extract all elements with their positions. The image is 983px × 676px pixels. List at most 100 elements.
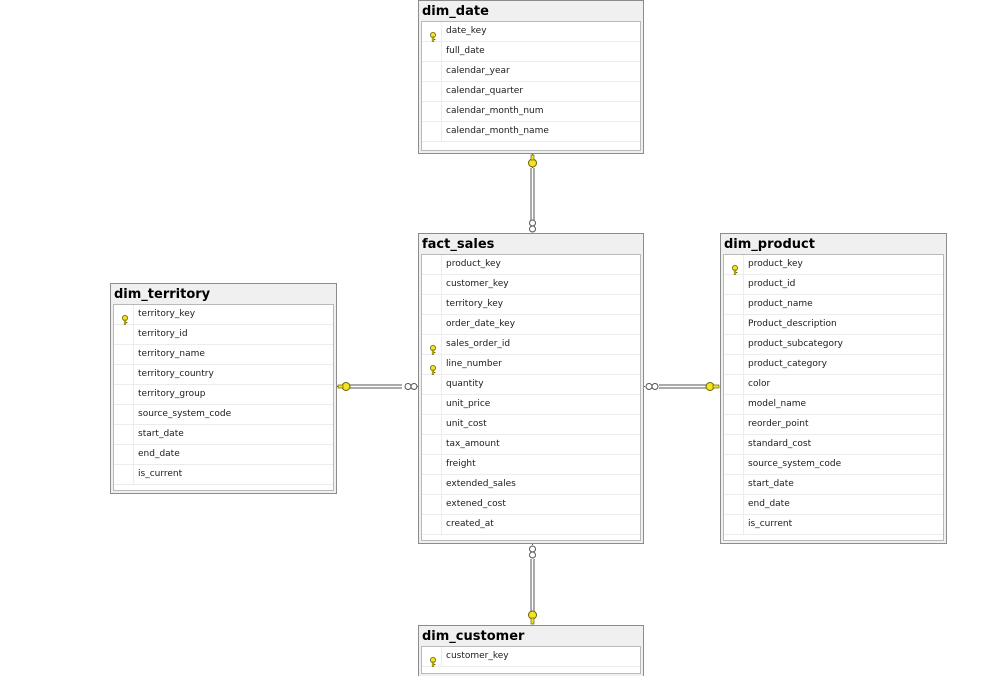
row-selector[interactable] <box>724 375 744 394</box>
row-selector[interactable] <box>422 102 442 121</box>
column-row[interactable]: sales_order_id <box>422 335 640 355</box>
column-row[interactable]: calendar_year <box>422 62 640 82</box>
row-selector[interactable] <box>114 365 134 384</box>
column-row[interactable]: start_date <box>114 425 333 445</box>
column-row[interactable]: product_id <box>724 275 943 295</box>
row-selector[interactable] <box>422 647 442 667</box>
column-row[interactable]: order_date_key <box>422 315 640 335</box>
row-selector[interactable] <box>422 122 442 141</box>
column-row[interactable]: end_date <box>114 445 333 465</box>
row-selector[interactable] <box>724 415 744 434</box>
many-end-infinity-icon <box>645 383 659 390</box>
column-row[interactable]: unit_cost <box>422 415 640 435</box>
column-row[interactable]: customer_key <box>422 647 640 667</box>
column-row[interactable]: product_key <box>422 255 640 275</box>
row-selector[interactable] <box>114 325 134 344</box>
row-selector[interactable] <box>422 395 442 414</box>
row-selector[interactable] <box>422 62 442 81</box>
row-selector[interactable] <box>422 82 442 101</box>
column-row[interactable]: product_name <box>724 295 943 315</box>
column-row[interactable]: calendar_month_name <box>422 122 640 142</box>
row-selector[interactable] <box>114 425 134 444</box>
column-row[interactable]: product_key <box>724 255 943 275</box>
row-selector[interactable] <box>114 465 134 484</box>
relationship-fact-sales-dim-product[interactable] <box>643 382 720 391</box>
row-selector[interactable] <box>724 315 744 334</box>
column-row[interactable]: calendar_month_num <box>422 102 640 122</box>
column-row[interactable]: territory_name <box>114 345 333 365</box>
row-selector[interactable] <box>422 295 442 314</box>
row-selector[interactable] <box>114 445 134 464</box>
column-row[interactable]: extened_cost <box>422 495 640 515</box>
column-row[interactable]: Product_description <box>724 315 943 335</box>
row-selector[interactable] <box>724 455 744 474</box>
row-selector[interactable] <box>422 42 442 61</box>
row-selector[interactable] <box>422 22 442 42</box>
column-name: reorder_point <box>748 419 809 429</box>
row-selector[interactable] <box>422 435 442 454</box>
row-selector[interactable] <box>724 495 744 514</box>
column-row[interactable]: product_subcategory <box>724 335 943 355</box>
column-row[interactable]: territory_country <box>114 365 333 385</box>
column-row[interactable]: extended_sales <box>422 475 640 495</box>
column-row[interactable]: start_date <box>724 475 943 495</box>
column-row[interactable]: territory_key <box>422 295 640 315</box>
row-selector[interactable] <box>422 275 442 294</box>
row-selector[interactable] <box>724 435 744 454</box>
column-row[interactable]: tax_amount <box>422 435 640 455</box>
column-row[interactable]: date_key <box>422 22 640 42</box>
relationship-fact-sales-dim-territory[interactable] <box>337 382 419 391</box>
column-row[interactable]: color <box>724 375 943 395</box>
row-selector[interactable] <box>422 375 442 394</box>
column-row[interactable]: customer_key <box>422 275 640 295</box>
relationship-fact-sales-dim-customer[interactable] <box>528 543 537 625</box>
column-row[interactable]: calendar_quarter <box>422 82 640 102</box>
row-selector[interactable] <box>724 355 744 374</box>
column-row[interactable]: source_system_code <box>114 405 333 425</box>
row-selector[interactable] <box>422 335 442 355</box>
column-name: start_date <box>138 429 184 439</box>
row-selector[interactable] <box>724 515 744 534</box>
column-row[interactable]: territory_id <box>114 325 333 345</box>
column-row[interactable]: freight <box>422 455 640 475</box>
column-row[interactable]: is_current <box>724 515 943 535</box>
column-row[interactable]: unit_price <box>422 395 640 415</box>
column-row[interactable]: reorder_point <box>724 415 943 435</box>
column-row[interactable]: created_at <box>422 515 640 535</box>
column-row[interactable]: is_current <box>114 465 333 485</box>
row-selector[interactable] <box>422 415 442 434</box>
column-row[interactable]: territory_group <box>114 385 333 405</box>
row-selector[interactable] <box>724 335 744 354</box>
row-selector[interactable] <box>422 455 442 474</box>
row-selector[interactable] <box>422 495 442 514</box>
column-row[interactable]: line_number <box>422 355 640 375</box>
column-row[interactable]: end_date <box>724 495 943 515</box>
column-row[interactable]: standard_cost <box>724 435 943 455</box>
row-selector[interactable] <box>114 305 134 325</box>
row-selector[interactable] <box>114 405 134 424</box>
relationship-fact-sales-dim-date[interactable] <box>528 153 537 233</box>
row-selector[interactable] <box>114 385 134 404</box>
column-row[interactable]: product_category <box>724 355 943 375</box>
row-selector[interactable] <box>724 395 744 414</box>
column-row[interactable]: source_system_code <box>724 455 943 475</box>
column-row[interactable]: quantity <box>422 375 640 395</box>
row-selector[interactable] <box>114 345 134 364</box>
row-selector[interactable] <box>724 255 744 275</box>
row-selector[interactable] <box>422 515 442 534</box>
row-selector[interactable] <box>724 475 744 494</box>
row-selector[interactable] <box>724 295 744 314</box>
row-selector[interactable] <box>422 255 442 274</box>
column-row[interactable]: model_name <box>724 395 943 415</box>
row-selector[interactable] <box>422 315 442 334</box>
row-selector[interactable] <box>724 275 744 294</box>
row-selector[interactable] <box>422 475 442 494</box>
column-row[interactable]: territory_key <box>114 305 333 325</box>
column-row[interactable]: full_date <box>422 42 640 62</box>
row-selector[interactable] <box>422 355 442 375</box>
